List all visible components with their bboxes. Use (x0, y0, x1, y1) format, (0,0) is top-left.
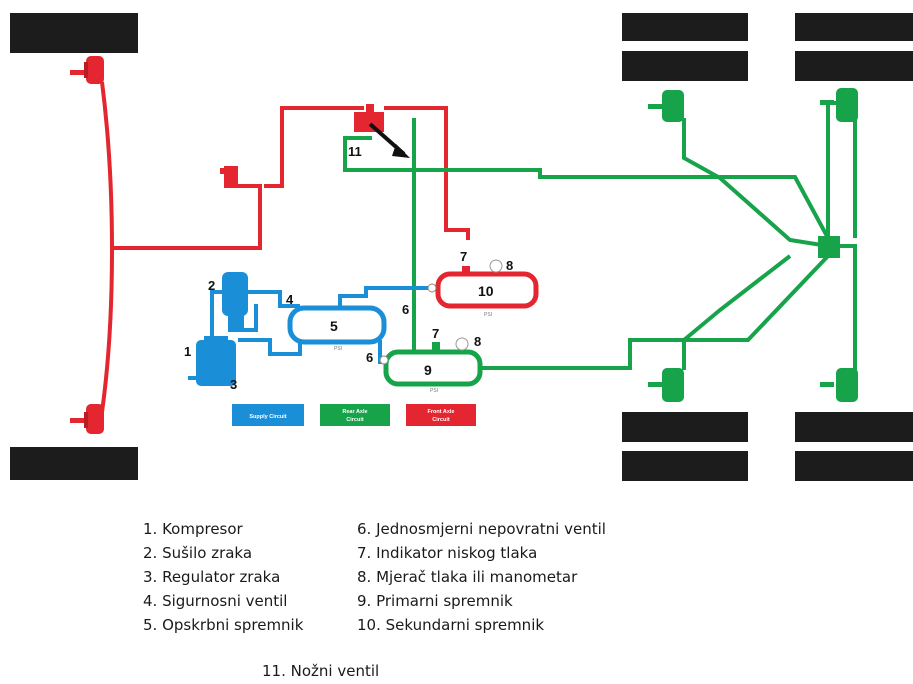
legend-item: 4. Sigurnosni ventil (143, 592, 288, 610)
legend-item: 6. Jednosmjerni nepovratni ventil (357, 520, 606, 538)
svg-text:Circuit: Circuit (432, 417, 450, 423)
supply-tank (287, 305, 387, 345)
front-left-lower-tire (10, 447, 138, 480)
supply-circuit-key: Supply Circuit (232, 404, 304, 426)
rear-axle-circuit-lines (343, 101, 857, 370)
label-8-secondary: 8 (506, 258, 513, 273)
legend-left-column: 1. Kompresor 2. Sušilo zraka 3. Regulato… (143, 517, 303, 637)
primary-tank (379, 337, 483, 387)
rear-right-inner-upper-tires (622, 13, 748, 81)
rear-relay-valve (818, 236, 840, 258)
rear-axle-circuit-key: Rear Axle Circuit (320, 404, 390, 426)
legend-item: 3. Regulator zraka (143, 568, 281, 586)
legend-right-column: 6. Jednosmjerni nepovratni ventil 7. Ind… (357, 517, 606, 637)
front-left-lower-brake-chamber (70, 404, 104, 434)
legend-item-foot-valve: 11. Nožni ventil (262, 662, 380, 680)
rear-outer-lower-brake-chamber (820, 368, 858, 402)
svg-text:Rear Axle: Rear Axle (342, 409, 367, 415)
label-4: 4 (286, 292, 294, 307)
front-left-tire (10, 13, 138, 53)
label-8-primary: 8 (474, 334, 481, 349)
label-11: 11 (348, 144, 362, 159)
legend-item: 1. Kompresor (143, 520, 243, 538)
legend-item: 5. Opskrbni spremnik (143, 616, 304, 634)
compressor (188, 336, 236, 386)
label-7-primary: 7 (432, 326, 439, 341)
rear-right-outer-upper-tires (795, 13, 913, 81)
label-9: 9 (424, 362, 432, 378)
label-6-primary: 6 (366, 350, 373, 365)
supply-tank-psi: PSI (334, 346, 342, 352)
front-axle-circuit-key: Front Axle Circuit (406, 404, 476, 426)
secondary-tank-psi: PSI (484, 312, 492, 318)
secondary-tank (427, 259, 539, 309)
rear-inner-lower-brake-chamber (648, 368, 684, 402)
legend-item: 9. Primarni spremnik (357, 592, 513, 610)
legend-item: 10. Sekundarni spremnik (357, 616, 545, 634)
legend-item: 7. Indikator niskog tlaka (357, 544, 538, 562)
svg-text:Circuit: Circuit (346, 417, 364, 423)
rear-outer-upper-brake-chamber (820, 88, 858, 122)
front-left-brake-chamber (70, 56, 104, 84)
air-brake-diagram: 11 1 3 2 4 5 PSI 10 7 8 6 PSI 9 7 8 6 PS… (10, 13, 913, 481)
label-2: 2 (208, 278, 215, 293)
foot-valve (354, 104, 410, 158)
label-3: 3 (230, 377, 237, 392)
svg-text:Supply Circuit: Supply Circuit (249, 414, 286, 420)
air-dryer (222, 272, 248, 332)
rear-inner-upper-brake-chamber (648, 90, 684, 122)
primary-tank-psi: PSI (430, 388, 438, 394)
svg-text:Front Axle: Front Axle (428, 409, 455, 415)
rear-right-outer-lower-tires (795, 412, 913, 481)
legend-item: 8. Mjerač tlaka ili manometar (357, 568, 578, 586)
relay-valve (220, 166, 238, 188)
label-7-secondary: 7 (460, 249, 467, 264)
label-5: 5 (330, 318, 338, 334)
label-1: 1 (184, 344, 191, 359)
legend-item: 2. Sušilo zraka (143, 544, 253, 562)
label-6-secondary: 6 (402, 302, 409, 317)
rear-right-inner-lower-tires (622, 412, 748, 481)
label-10: 10 (478, 283, 494, 299)
